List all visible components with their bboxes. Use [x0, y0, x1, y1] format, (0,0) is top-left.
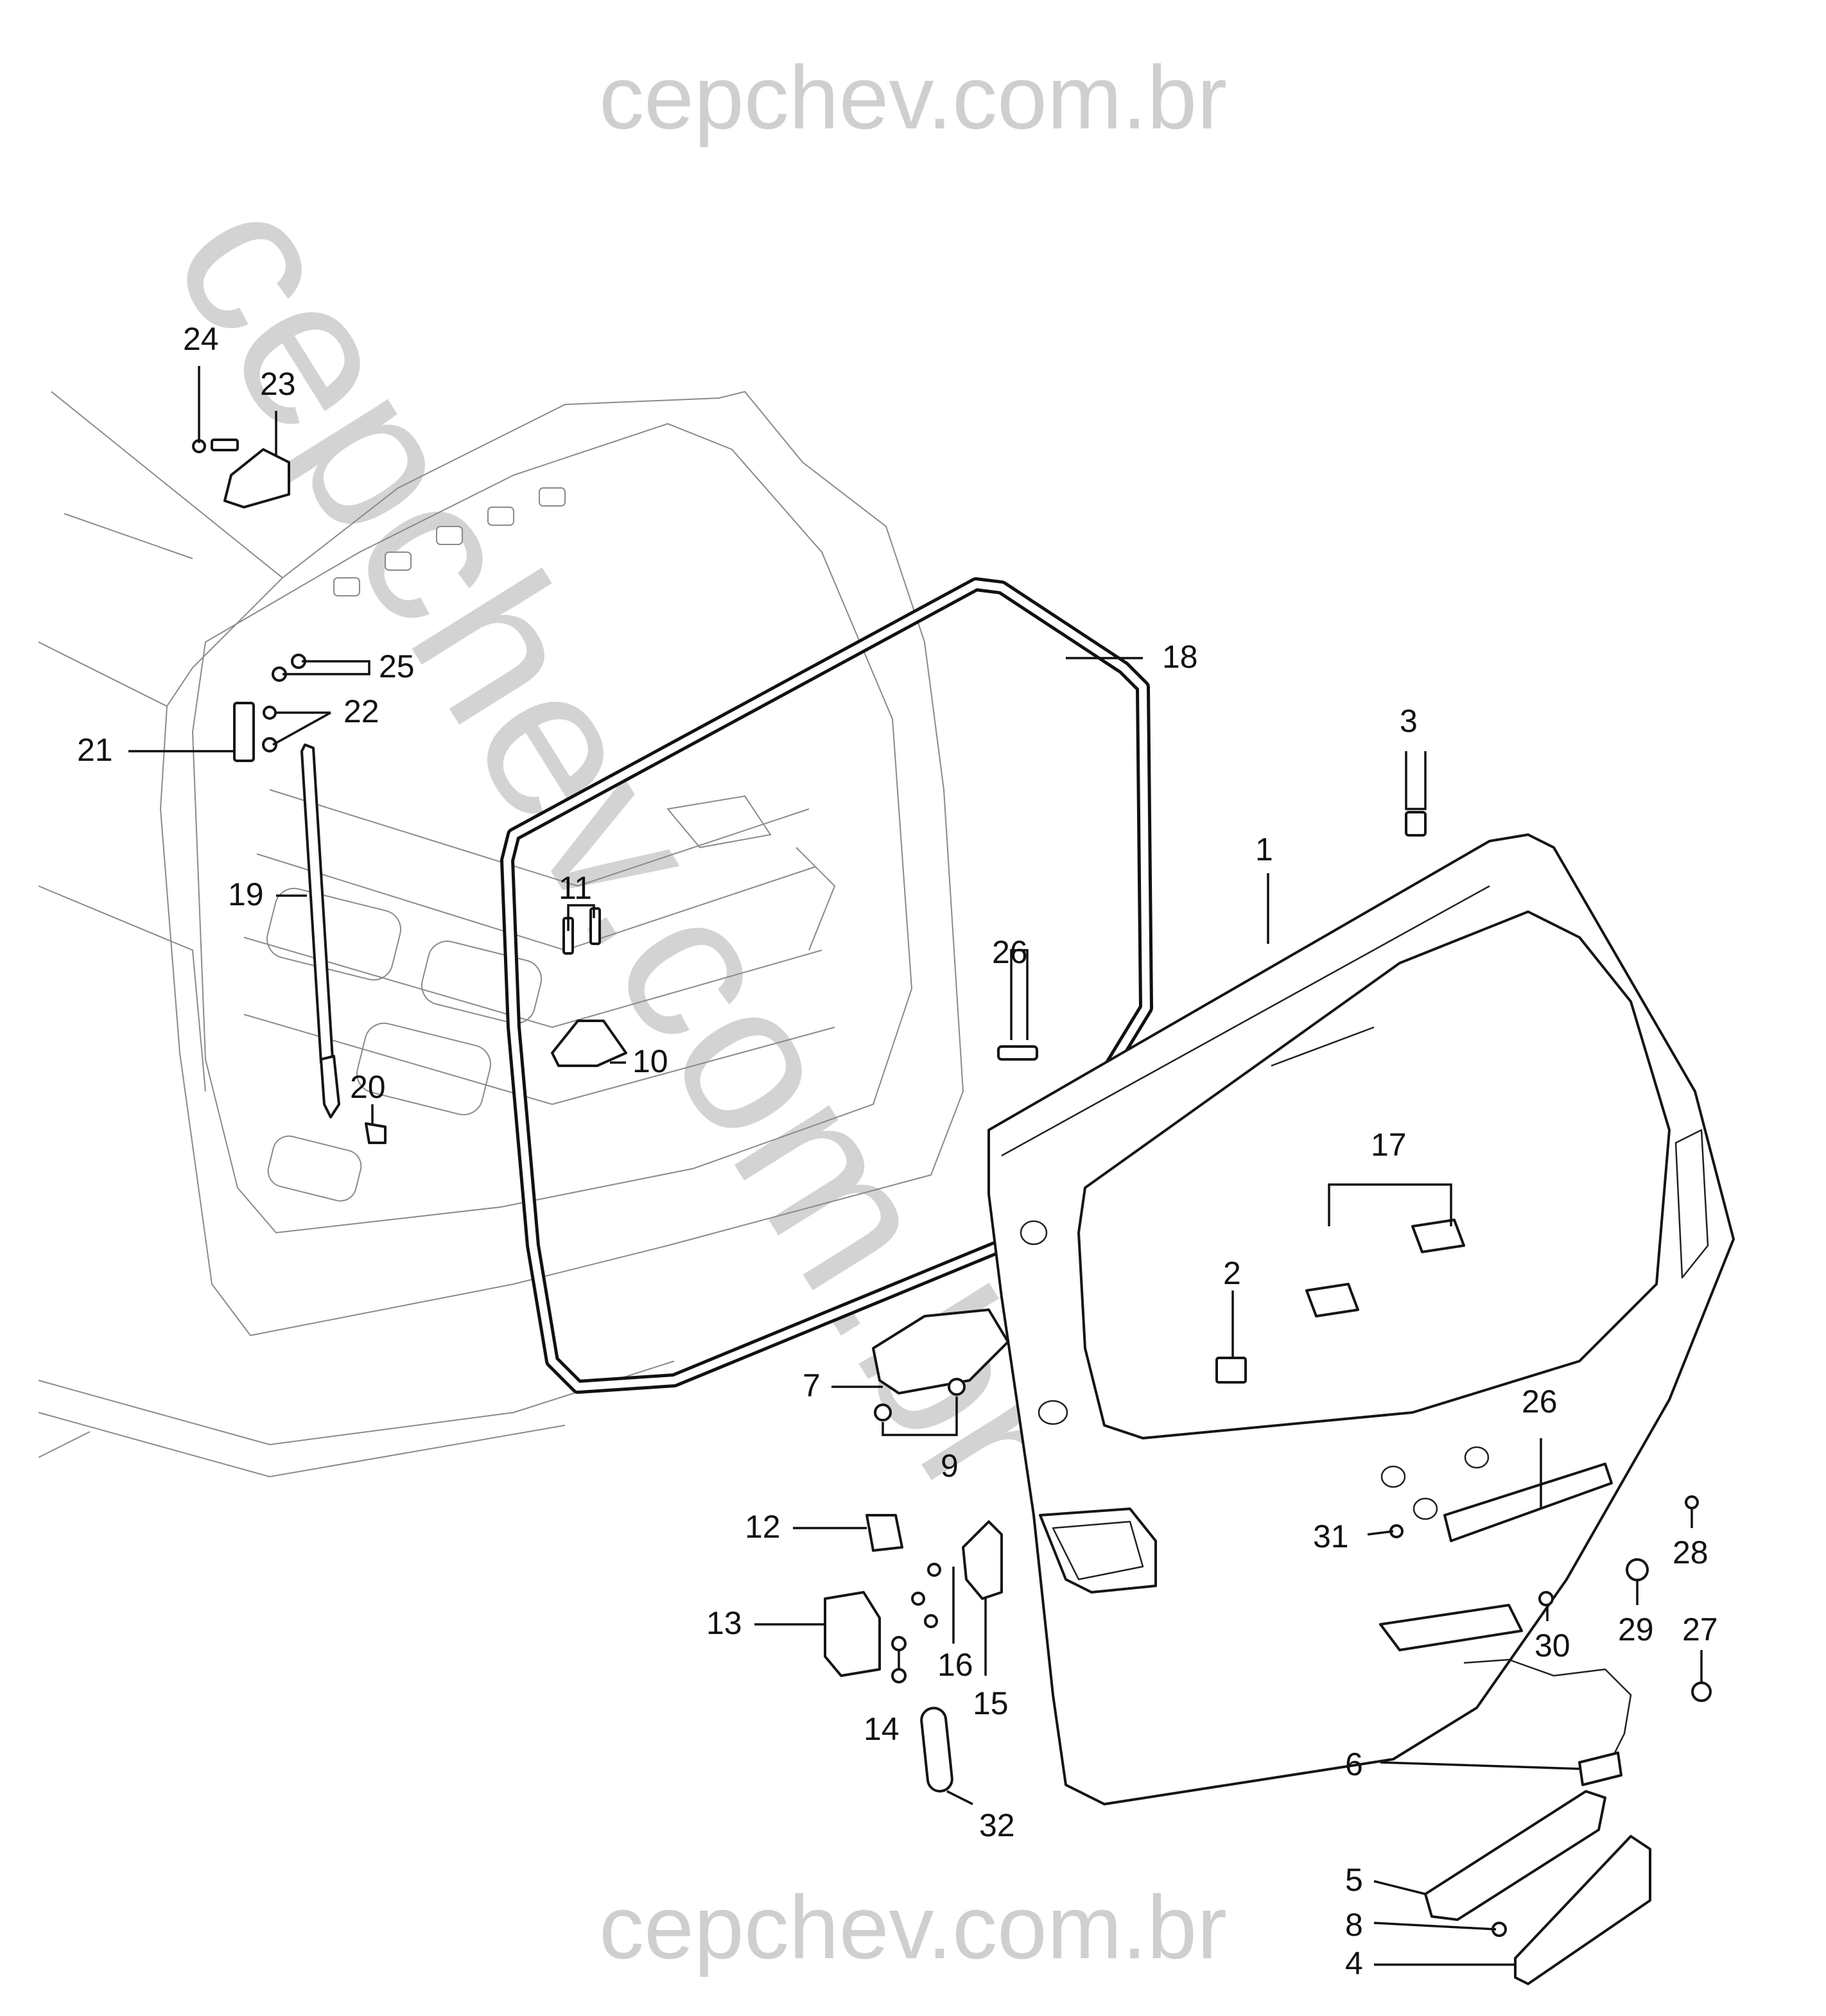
part-6-wiring-harness — [1463, 1658, 1632, 1773]
part-19-gas-strut — [300, 743, 340, 1118]
part-16-screw-a — [927, 1563, 941, 1577]
callout-11: 11 — [559, 870, 592, 906]
callout-21: 21 — [77, 732, 113, 768]
part-16-screw-b — [911, 1592, 925, 1606]
part-22-screw-b — [262, 737, 277, 752]
part-17-clip-a — [1411, 1219, 1465, 1253]
part-14-screw-a — [891, 1636, 907, 1651]
part-21-bracket — [233, 702, 255, 762]
callout-4: 4 — [1345, 1945, 1363, 1981]
callout-19: 19 — [228, 876, 264, 912]
callout-10: 10 — [632, 1043, 668, 1079]
part-26-applique — [1443, 1463, 1613, 1542]
part-2-pad — [1215, 1357, 1247, 1384]
callout-27: 27 — [1682, 1612, 1718, 1647]
callout-14: 14 — [864, 1711, 900, 1747]
callout-1: 1 — [1255, 831, 1273, 867]
part-9-bolt-b — [948, 1378, 966, 1396]
leader-lines — [128, 366, 1703, 1966]
callout-3: 3 — [1400, 703, 1418, 739]
callout-16: 16 — [937, 1647, 973, 1683]
callout-29: 29 — [1618, 1612, 1654, 1647]
part-26-bolt-upper — [997, 1045, 1038, 1061]
part-13-bracket — [824, 1591, 881, 1677]
callout-30: 30 — [1535, 1628, 1570, 1664]
part-20-ball-stud — [365, 1122, 387, 1144]
callout-8: 8 — [1345, 1907, 1363, 1943]
part-10-striker — [551, 1020, 627, 1067]
callout-17: 17 — [1371, 1127, 1407, 1163]
callout-labels: 24 23 25 22 21 19 20 18 11 10 26 3 1 17 … — [77, 321, 1718, 1981]
part-15-hinge — [962, 1520, 1003, 1600]
callout-23: 23 — [260, 366, 296, 402]
part-32-strap — [920, 1707, 953, 1793]
callout-26-lower: 26 — [1522, 1384, 1558, 1420]
part-27-plug — [1691, 1681, 1712, 1702]
part-28-clip — [1685, 1495, 1699, 1509]
callout-9: 9 — [941, 1448, 959, 1484]
part-9-bolt-a — [874, 1403, 892, 1421]
callout-7: 7 — [803, 1368, 821, 1403]
part-24-bolt — [192, 439, 239, 453]
callout-26-upper: 26 — [992, 934, 1028, 970]
callout-2: 2 — [1223, 1255, 1241, 1291]
callout-6: 6 — [1345, 1746, 1363, 1782]
callout-22: 22 — [343, 693, 379, 729]
part-14-screw-b — [891, 1668, 907, 1683]
part-11-bolt-b — [589, 907, 601, 945]
part-17-clip-b — [1305, 1283, 1359, 1317]
callout-32: 32 — [979, 1807, 1015, 1843]
part-22-screw-a — [263, 706, 277, 720]
part-29-nut — [1626, 1558, 1649, 1581]
callout-24: 24 — [183, 321, 219, 357]
callout-15: 15 — [973, 1685, 1009, 1721]
roof-clip-row — [333, 487, 566, 596]
part-1-liftgate — [987, 833, 1735, 1805]
part-23-hinge — [223, 448, 290, 508]
part-7-latch — [872, 1308, 1009, 1395]
part-5-handle — [1424, 1790, 1606, 1921]
callout-18: 18 — [1162, 639, 1198, 675]
callout-25: 25 — [379, 648, 415, 684]
callout-5: 5 — [1345, 1862, 1363, 1898]
callout-28: 28 — [1673, 1534, 1709, 1570]
callout-31: 31 — [1313, 1518, 1349, 1554]
part-6-connector — [1578, 1751, 1622, 1786]
part-18-weatherstrip — [500, 577, 1153, 1394]
part-4-trim — [1514, 1835, 1651, 1985]
part-3-bolt — [1405, 811, 1427, 837]
watermark-top: cepchev.com.br — [599, 47, 1227, 148]
callout-12: 12 — [745, 1509, 781, 1545]
watermark-bottom: cepchev.com.br — [599, 1877, 1227, 1977]
callout-13: 13 — [706, 1605, 742, 1641]
part-16-screw-c — [924, 1614, 938, 1628]
callout-20: 20 — [350, 1069, 386, 1105]
part-12-bumper — [865, 1514, 903, 1552]
part-30-screw — [1538, 1591, 1554, 1606]
